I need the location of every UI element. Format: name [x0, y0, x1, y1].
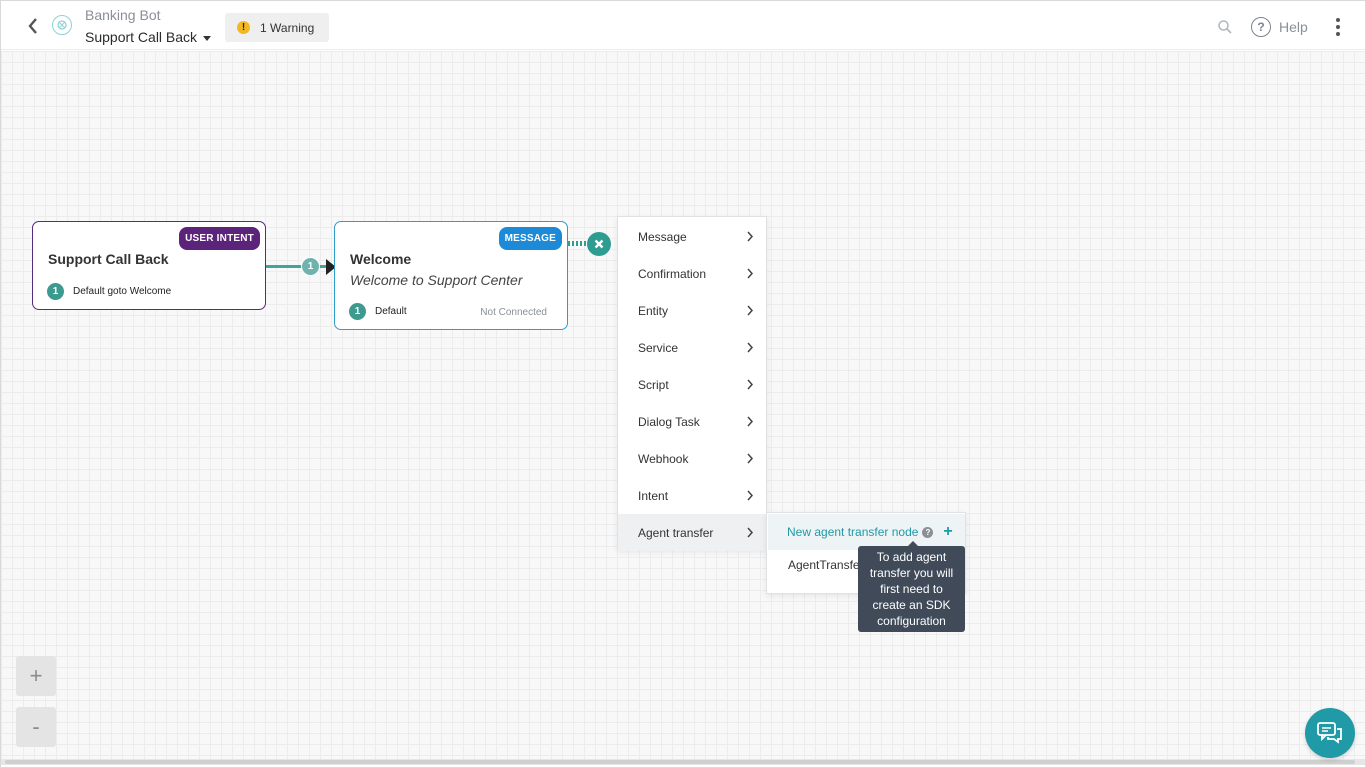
zoom-in-button[interactable]: + — [16, 656, 56, 696]
new-agent-transfer-label: New agent transfer node — [787, 525, 919, 539]
chevron-right-icon — [747, 342, 754, 353]
menu-item-label: Webhook — [638, 451, 689, 466]
node-title: Support Call Back — [48, 251, 169, 267]
chevron-right-icon — [747, 490, 754, 501]
menu-item-message[interactable]: Message — [618, 218, 766, 255]
chevron-right-icon — [747, 379, 754, 390]
chevron-left-icon — [28, 18, 37, 34]
sdk-config-tooltip: To add agent transfer you will first nee… — [858, 541, 965, 632]
existing-agent-transfer-item[interactable]: AgentTransfer — [788, 558, 864, 572]
bot-logo-icon — [52, 15, 72, 35]
menu-item-label: Script — [638, 377, 669, 392]
more-menu-button[interactable] — [1333, 18, 1343, 36]
dot-icon — [1336, 18, 1340, 22]
help-label: Help — [1279, 19, 1308, 35]
node-type-menu: Message Confirmation Entity Service Scri… — [617, 216, 767, 551]
node-connection: 1 Default — [349, 303, 407, 320]
connection-number: 1 — [349, 303, 366, 320]
task-name: Support Call Back — [85, 29, 198, 45]
horizontal-scrollbar[interactable] — [1, 759, 1365, 765]
menu-item-label: Entity — [638, 303, 669, 318]
top-bar: Banking Bot Support Call Back ! 1 Warnin… — [1, 1, 1365, 50]
arrow-right-icon — [326, 259, 336, 275]
node-title: Welcome — [350, 251, 412, 267]
warning-label: 1 Warning — [260, 20, 315, 35]
question-icon[interactable]: ? — [922, 526, 934, 538]
connector-line — [266, 265, 328, 268]
chevron-right-icon — [747, 231, 754, 242]
bot-name: Banking Bot — [85, 7, 161, 23]
help-icon: ? — [1251, 17, 1271, 37]
search-icon — [1218, 20, 1232, 34]
menu-item-webhook[interactable]: Webhook — [618, 440, 766, 477]
dot-icon — [1336, 32, 1340, 36]
message-node[interactable]: MESSAGE Welcome Welcome to Support Cente… — [334, 221, 568, 330]
connector-number: 1 — [301, 257, 320, 276]
menu-item-label: Message — [638, 229, 687, 244]
chat-button[interactable] — [1305, 708, 1355, 758]
menu-item-label: Dialog Task — [638, 414, 700, 429]
new-agent-transfer-node[interactable]: New agent transfer node ? + — [768, 514, 965, 550]
menu-item-script[interactable]: Script — [618, 366, 766, 403]
zoom-out-button[interactable]: - — [16, 707, 56, 747]
menu-item-label: Agent transfer — [638, 525, 714, 540]
menu-item-service[interactable]: Service — [618, 329, 766, 366]
warning-badge[interactable]: ! 1 Warning — [225, 13, 329, 42]
chevron-right-icon — [747, 416, 754, 427]
menu-item-intent[interactable]: Intent — [618, 477, 766, 514]
user-intent-badge: USER INTENT — [179, 227, 260, 250]
dot-icon — [1336, 25, 1340, 29]
dotted-connector — [568, 241, 590, 246]
connection-label: Default goto Welcome — [73, 286, 172, 297]
chevron-right-icon — [747, 305, 754, 316]
close-add-node-button[interactable] — [587, 232, 611, 256]
connection-label: Default — [375, 306, 407, 317]
menu-item-label: Confirmation — [638, 266, 707, 281]
menu-item-confirmation[interactable]: Confirmation — [618, 255, 766, 292]
plus-icon[interactable]: + — [943, 523, 953, 540]
menu-item-label: Intent — [638, 488, 669, 503]
chat-bubbles-icon — [1317, 722, 1342, 744]
message-badge: MESSAGE — [498, 227, 562, 250]
menu-item-entity[interactable]: Entity — [618, 292, 766, 329]
chevron-right-icon — [747, 268, 754, 279]
menu-item-agent-transfer[interactable]: Agent transfer — [618, 514, 766, 551]
caret-down-icon — [203, 36, 212, 41]
task-selector[interactable]: Support Call Back — [85, 29, 212, 45]
close-icon — [594, 239, 604, 249]
node-subtitle: Welcome to Support Center — [350, 272, 523, 288]
warning-icon: ! — [237, 21, 250, 34]
node-connection: 1 Default goto Welcome — [47, 283, 171, 300]
connection-number: 1 — [47, 283, 64, 300]
chevron-right-icon — [747, 453, 754, 464]
back-button[interactable] — [23, 15, 43, 37]
menu-item-dialog-task[interactable]: Dialog Task — [618, 403, 766, 440]
scrollbar-thumb[interactable] — [5, 760, 1355, 764]
search-button[interactable] — [1217, 19, 1233, 35]
help-button[interactable]: ? Help — [1251, 17, 1308, 37]
menu-item-label: Service — [638, 340, 679, 355]
user-intent-node[interactable]: USER INTENT Support Call Back 1 Default … — [32, 221, 266, 310]
connection-status: Not Connected — [480, 307, 547, 318]
chevron-right-icon — [747, 527, 754, 538]
